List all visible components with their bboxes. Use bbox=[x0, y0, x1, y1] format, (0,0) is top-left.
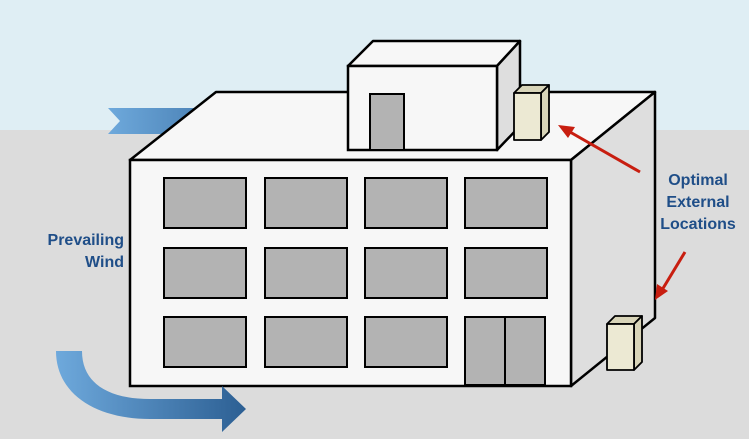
window bbox=[364, 316, 448, 368]
optimal-locations-label-line2: External bbox=[666, 194, 730, 211]
rooftop-external-unit bbox=[513, 84, 550, 141]
rooftop-structure-top bbox=[346, 39, 522, 68]
window bbox=[364, 177, 448, 229]
window bbox=[163, 177, 247, 229]
window bbox=[163, 247, 247, 299]
unit-side bbox=[540, 84, 550, 141]
window bbox=[364, 247, 448, 299]
pointer-arrow-to-roof-unit bbox=[569, 130, 641, 174]
window bbox=[163, 316, 247, 368]
entrance-door-left bbox=[464, 316, 506, 386]
optimal-locations-label: Optimal External Locations bbox=[648, 170, 748, 236]
side-external-unit bbox=[606, 315, 643, 371]
optimal-locations-label-line1: Optimal bbox=[668, 172, 728, 189]
window bbox=[264, 316, 348, 368]
prevailing-wind-label-line2: Wind bbox=[85, 254, 124, 271]
building-windows bbox=[163, 177, 548, 368]
optimal-locations-label-line3: Locations bbox=[660, 216, 736, 233]
prevailing-wind-label-line1: Prevailing bbox=[47, 232, 124, 249]
unit-front bbox=[513, 92, 542, 141]
red-pointer-arrows bbox=[558, 125, 687, 300]
prevailing-wind-bottom-arrow bbox=[56, 351, 246, 432]
pointer-arrow-to-side-unit bbox=[660, 251, 687, 291]
rooftop-door bbox=[369, 93, 405, 151]
pointer-arrowhead-side bbox=[655, 284, 668, 300]
pointer-arrowhead-roof bbox=[558, 125, 575, 138]
window bbox=[264, 247, 348, 299]
prevailing-wind-label: Prevailing Wind bbox=[14, 230, 124, 274]
window bbox=[264, 177, 348, 229]
unit-front bbox=[606, 323, 635, 371]
window bbox=[464, 247, 548, 299]
unit-side bbox=[633, 315, 643, 371]
window bbox=[464, 177, 548, 229]
entrance-door-right bbox=[504, 316, 546, 386]
